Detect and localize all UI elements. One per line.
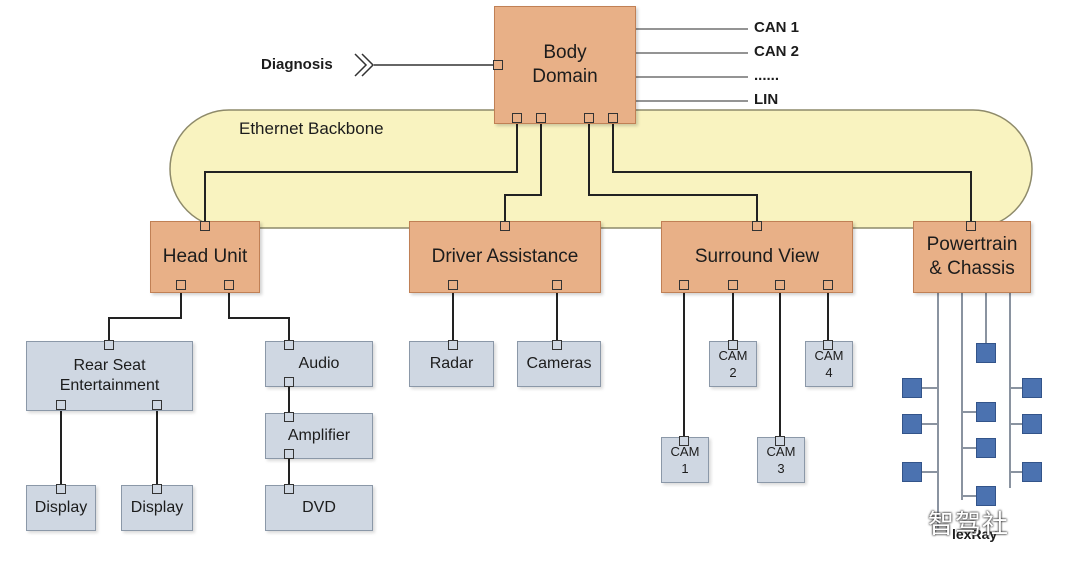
flexray-node [1022,462,1042,482]
display-port [56,484,66,494]
cam-1-port [679,436,689,446]
surround-view-port [752,221,762,231]
rear-seat-entertainment-box: Rear Seat Entertainment [26,341,193,411]
cam-3-port [775,436,785,446]
diagnosis-chevron-icon [354,53,368,77]
dvd-box: DVD [265,485,373,531]
audio-box: Audio [265,341,373,387]
rear-seat-port [104,340,114,350]
head-unit-port [200,221,210,231]
head-unit-port [176,280,186,290]
rear-seat-port [56,400,66,410]
surround-view-box: Surround View [661,221,853,293]
dvd-port [284,484,294,494]
flexray-node [976,343,996,363]
rear-seat-port [152,400,162,410]
flexray-node [976,438,996,458]
driver-assistance-port [500,221,510,231]
surround-view-port [823,280,833,290]
amplifier-port [284,449,294,459]
surround-view-port [728,280,738,290]
bus-label-lin: LIN [754,91,779,108]
head-unit-box: Head Unit [150,221,260,293]
bus-label-can1: CAN 1 [754,19,800,36]
body-domain-port [608,113,618,123]
audio-port [284,377,294,387]
audio-port [284,340,294,350]
body-domain-port [584,113,594,123]
driver-assistance-box: Driver Assistance [409,221,601,293]
powertrain-port [966,221,976,231]
backbone-label: Ethernet Backbone [239,119,384,138]
body-domain-port [512,113,522,123]
driver-assistance-port [448,280,458,290]
body-domain-port [536,113,546,123]
display-box-1: Display [26,485,96,531]
flexray-node [1022,414,1042,434]
bus-label-can2: CAN 2 [754,43,800,60]
flexray-node [1022,378,1042,398]
flexray-label: lexRay [952,526,998,542]
bus-label-more: ...... [754,67,780,84]
cam-4-port [823,340,833,350]
powertrain-chassis-box: Powertrain & Chassis [913,221,1031,293]
radar-port [448,340,458,350]
head-unit-port [224,280,234,290]
amplifier-box: Amplifier [265,413,373,459]
surround-view-port [679,280,689,290]
amplifier-port [284,412,294,422]
cam-2-port [728,340,738,350]
diagnosis-label: Diagnosis [261,56,333,73]
surround-view-port [775,280,785,290]
flexray-node [976,402,996,422]
driver-assistance-port [552,280,562,290]
flexray-node [902,414,922,434]
flexray-node [976,486,996,506]
flexray-node [902,462,922,482]
display-port [152,484,162,494]
body-domain-port [493,60,503,70]
body-domain-box: Body Domain [494,6,636,124]
cameras-port [552,340,562,350]
flexray-node [902,378,922,398]
watermark: 智驾社 [928,509,1010,539]
